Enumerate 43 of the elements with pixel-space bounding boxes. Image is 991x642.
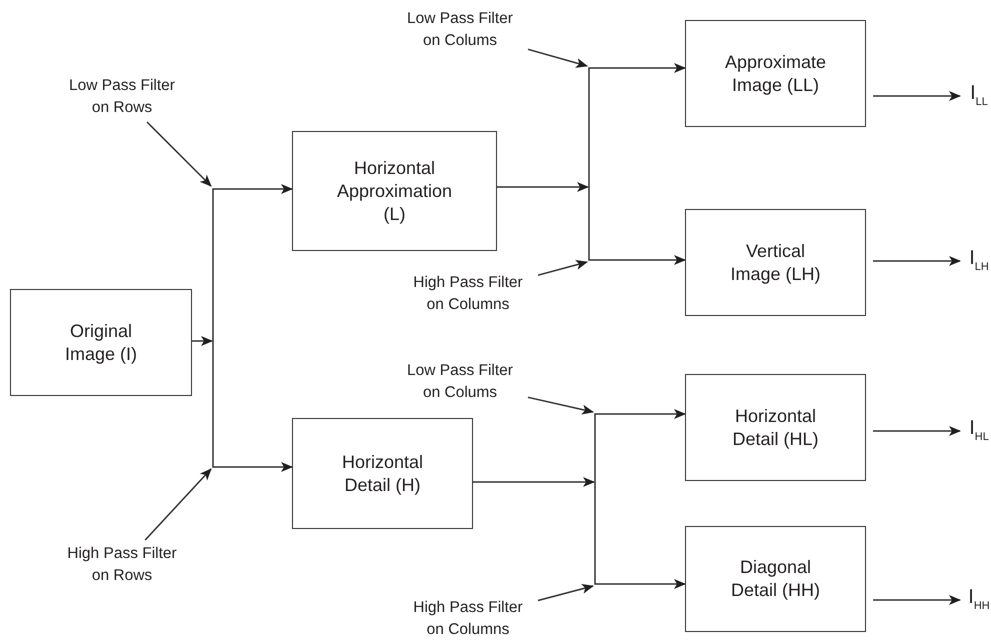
- filter-label: High Pass Filter on Columns: [412, 598, 524, 640]
- arrow: [873, 426, 961, 436]
- process-box: [685, 209, 866, 316]
- box-label: Horizontal Detail (H): [340, 450, 424, 496]
- process-box: [292, 131, 497, 251]
- arrow: [146, 121, 212, 187]
- box-label: Original Image (I): [64, 320, 138, 366]
- process-box: [685, 526, 866, 632]
- output-label: I$_{LH}$: [969, 246, 989, 274]
- arrow: [873, 256, 961, 266]
- output-label: I$_{LL}$: [970, 80, 988, 110]
- box-label: Horizontal Approximation (L): [336, 156, 454, 226]
- arrow: [538, 260, 588, 276]
- arrow: [497, 182, 589, 192]
- arrow: [594, 409, 686, 482]
- process-box: [10, 289, 192, 396]
- arrow: [144, 468, 212, 540]
- output-label: I$_{HL}$: [969, 416, 989, 444]
- arrow: [528, 48, 588, 68]
- filter-label: Low Pass Filter on Colums: [406, 9, 514, 51]
- arrow: [588, 187, 686, 265]
- process-box: [685, 20, 866, 127]
- box-label: Approximate Image (LL): [724, 50, 828, 96]
- box-label: Diagonal Detail (HH): [730, 556, 821, 602]
- arrow: [212, 341, 293, 472]
- arrow: [473, 477, 595, 487]
- box-label: Vertical Image (LH): [729, 240, 822, 286]
- filter-label: Low Pass Filter on Rows: [68, 76, 176, 118]
- arrow: [594, 482, 686, 589]
- arrow: [528, 396, 594, 414]
- arrow: [588, 63, 686, 187]
- arrow: [873, 91, 961, 101]
- arrow: [192, 336, 213, 346]
- arrow: [538, 584, 594, 602]
- filter-label: Low Pass Filter on Colums: [406, 361, 514, 403]
- output-label: I$_{HH}$: [968, 584, 990, 614]
- filter-label: High Pass Filter on Rows: [66, 544, 178, 586]
- arrow: [873, 595, 961, 605]
- process-box: [685, 374, 866, 481]
- process-box: [292, 418, 473, 529]
- box-label: Horizontal Detail (HL): [731, 404, 820, 450]
- arrow: [212, 184, 293, 341]
- filter-label: High Pass Filter on Columns: [412, 273, 524, 315]
